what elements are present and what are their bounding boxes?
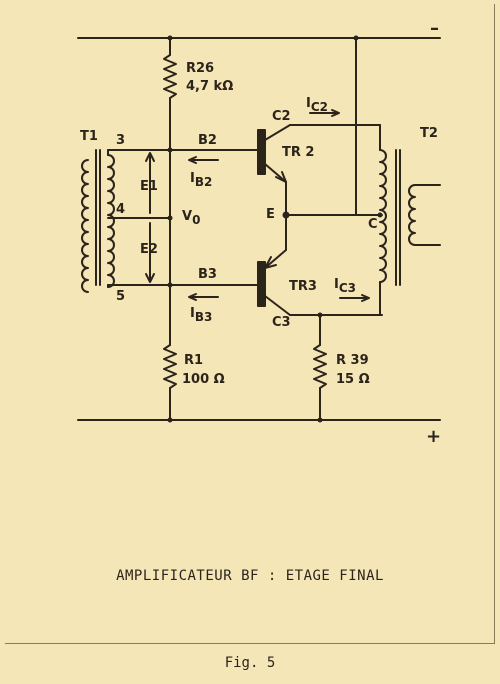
r1-ref: R1 xyxy=(184,353,203,368)
resistor-r39 xyxy=(313,314,327,421)
transistor-tr2 xyxy=(257,124,381,216)
figure-frame xyxy=(5,4,495,644)
transistor-tr3 xyxy=(257,214,383,316)
r26-value: 4,7 kΩ xyxy=(186,79,233,94)
r39-value: 15 Ω xyxy=(336,372,370,387)
ic3-label: IC3 xyxy=(334,277,356,295)
b3-label: B3 xyxy=(198,267,217,282)
v0-label: V0 xyxy=(182,209,200,227)
e1-label: E1 xyxy=(140,179,158,194)
current-arrow-ic3 xyxy=(339,294,370,302)
tr3-label: TR3 xyxy=(289,279,317,294)
figure-number: Fig. 5 xyxy=(224,655,276,671)
pin4-label: 4 xyxy=(116,202,125,217)
current-arrow-ib3 xyxy=(188,293,219,301)
e-node-label: E xyxy=(266,207,275,222)
b2-label: B2 xyxy=(198,133,217,148)
transformer-t2 xyxy=(379,124,441,316)
tr2-label: TR 2 xyxy=(282,145,314,160)
pin3-label: 3 xyxy=(116,133,125,148)
negative-rail-sign: – xyxy=(430,18,439,39)
ic2-label: IC2 xyxy=(306,96,328,114)
current-arrow-ib2 xyxy=(188,156,219,164)
ib3-label: IB3 xyxy=(190,306,212,324)
current-arrow-ic2 xyxy=(309,109,340,117)
r1-value: 100 Ω xyxy=(182,372,225,387)
positive-rail-sign: + xyxy=(426,426,441,447)
voltage-arrow-e1 xyxy=(145,152,155,214)
e2-label: E2 xyxy=(140,242,158,257)
resistor-r26 xyxy=(163,37,177,156)
c3-label: C3 xyxy=(272,315,291,330)
t1-label: T1 xyxy=(80,129,98,144)
voltage-arrow-e2 xyxy=(145,222,155,283)
c2-label: C2 xyxy=(272,109,291,124)
r39-ref: R 39 xyxy=(336,353,369,368)
ib2-label: IB2 xyxy=(190,171,212,189)
figure-caption: AMPLIFICATEUR BF : ETAGE FINAL xyxy=(116,568,384,584)
t2-label: T2 xyxy=(420,126,438,141)
schematic: – + R26 4,7 kΩ R1 100 Ω R 39 15 Ω T1 T2 … xyxy=(77,18,441,447)
resistor-r1 xyxy=(163,289,177,421)
pin5-label: 5 xyxy=(116,289,125,304)
c-node-label: C xyxy=(368,217,378,232)
r26-ref: R26 xyxy=(186,61,214,76)
transformer-t1 xyxy=(81,149,115,293)
